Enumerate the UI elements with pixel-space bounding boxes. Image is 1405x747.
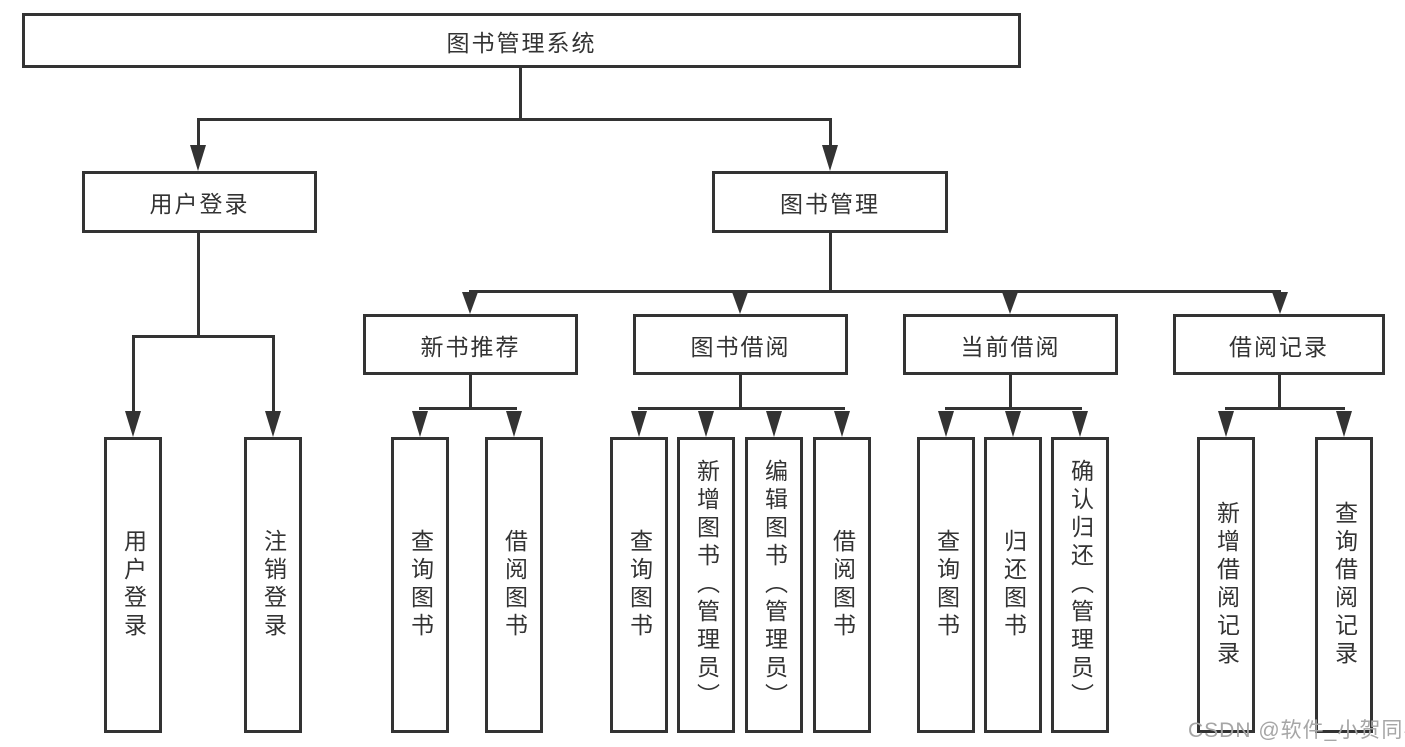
arrow-down-icon xyxy=(631,411,647,437)
arrow-down-icon xyxy=(1272,292,1288,314)
node-label: 确认归还（管理员） xyxy=(1067,459,1094,711)
arrow-down-icon xyxy=(1005,411,1021,437)
node-label: 图书管理 xyxy=(780,191,880,217)
arrow-down-icon xyxy=(698,411,714,437)
arrow-down-icon xyxy=(822,145,838,171)
node-label: 归还图书 xyxy=(1000,529,1027,641)
node-label: 借阅图书 xyxy=(501,529,528,641)
node-book-mgmt: 图书管理 xyxy=(712,171,948,233)
csdn-watermark: CSDN @软件_小贺同学 xyxy=(1188,719,1405,742)
node-bb-query-book: 查询图书 xyxy=(610,437,668,733)
node-br-add-record: 新增借阅记录 xyxy=(1197,437,1255,733)
node-label: 新增图书（管理员） xyxy=(693,459,720,711)
node-nb-borrow-book: 借阅图书 xyxy=(485,437,543,733)
arrow-down-icon xyxy=(1218,411,1234,437)
arrow-down-icon xyxy=(834,411,850,437)
arrow-down-icon xyxy=(462,292,478,314)
node-book-borrow: 图书借阅 xyxy=(633,314,848,375)
connector-line xyxy=(132,335,135,413)
node-user-login: 用户登录 xyxy=(82,171,317,233)
connector-line xyxy=(739,375,742,409)
arrow-down-icon xyxy=(1072,411,1088,437)
node-borrow-records: 借阅记录 xyxy=(1173,314,1385,375)
node-label: 当前借阅 xyxy=(960,333,1061,360)
node-label: 查询图书 xyxy=(626,529,653,641)
connector-line xyxy=(1009,375,1012,409)
connector-line xyxy=(829,118,832,147)
connector-line xyxy=(197,233,200,337)
arrow-down-icon xyxy=(938,411,954,437)
arrow-down-icon xyxy=(506,411,522,437)
connector-line xyxy=(419,407,517,410)
node-bb-edit-book: 编辑图书（管理员） xyxy=(745,437,803,733)
node-logout: 注销登录 xyxy=(244,437,302,733)
connector-line xyxy=(272,335,275,413)
node-label: 用户登录 xyxy=(120,529,147,641)
arrow-down-icon xyxy=(766,411,782,437)
node-cb-confirm-return: 确认归还（管理员） xyxy=(1051,437,1109,733)
node-label: 新书推荐 xyxy=(420,333,521,360)
connector-line xyxy=(1225,407,1345,410)
connector-line xyxy=(1278,375,1281,409)
node-root: 图书管理系统 xyxy=(22,13,1021,68)
connector-line xyxy=(469,375,472,409)
node-br-query-record: 查询借阅记录 xyxy=(1315,437,1373,733)
arrow-down-icon xyxy=(732,292,748,314)
node-label: 新增借阅记录 xyxy=(1213,501,1240,669)
connector-line xyxy=(519,68,522,120)
arrow-down-icon xyxy=(190,145,206,171)
node-current-borrow: 当前借阅 xyxy=(903,314,1118,375)
node-label: 用户登录 xyxy=(149,191,250,217)
connector-line xyxy=(829,233,832,293)
node-cb-return-book: 归还图书 xyxy=(984,437,1042,733)
node-label: 查询图书 xyxy=(933,529,960,641)
node-bb-add-book: 新增图书（管理员） xyxy=(677,437,735,733)
node-label: 图书管理系统 xyxy=(446,29,597,56)
node-login: 用户登录 xyxy=(104,437,162,733)
node-label: 图书借阅 xyxy=(690,333,791,360)
node-label: 查询图书 xyxy=(407,529,434,641)
connector-line xyxy=(132,335,275,338)
node-new-book-recommend: 新书推荐 xyxy=(363,314,578,375)
connector-line xyxy=(638,407,845,410)
node-bb-borrow-book: 借阅图书 xyxy=(813,437,871,733)
connector-line xyxy=(197,118,832,121)
node-label: 注销登录 xyxy=(260,529,287,641)
arrow-down-icon xyxy=(412,411,428,437)
node-label: 编辑图书（管理员） xyxy=(761,459,788,711)
node-label: 查询借阅记录 xyxy=(1331,501,1358,669)
arrow-down-icon xyxy=(265,411,281,437)
connector-line xyxy=(945,407,1082,410)
node-label: 借阅记录 xyxy=(1229,333,1329,360)
arrow-down-icon xyxy=(125,411,141,437)
node-cb-query-book: 查询图书 xyxy=(917,437,975,733)
arrow-down-icon xyxy=(1002,292,1018,314)
node-nb-query-book: 查询图书 xyxy=(391,437,449,733)
node-label: 借阅图书 xyxy=(829,529,856,641)
arrow-down-icon xyxy=(1336,411,1352,437)
connector-line xyxy=(197,118,200,147)
connector-line xyxy=(469,290,1281,293)
